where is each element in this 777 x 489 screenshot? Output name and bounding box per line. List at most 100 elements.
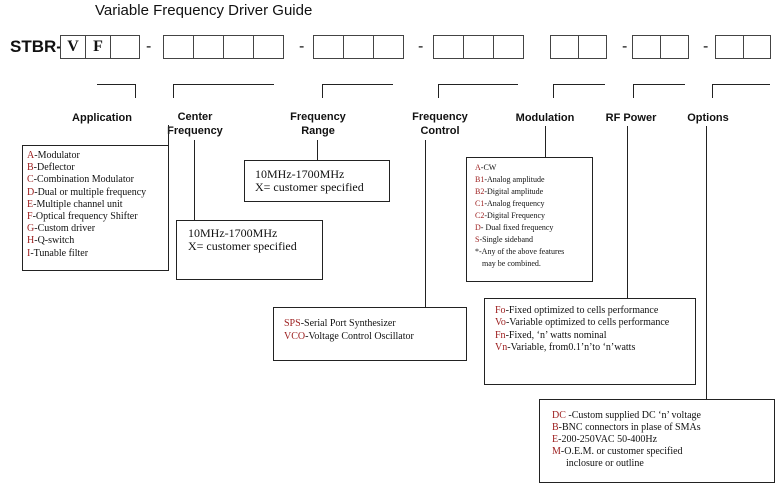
part-prefix: STBR- [10, 37, 62, 56]
connector-modulation [545, 126, 546, 157]
tick-frequency-range [322, 84, 323, 98]
heading-frequency-range: Frequency Range [278, 110, 358, 138]
list-item: C1-Analog frequency [475, 199, 545, 208]
modulation-note-continued: may be combined. [482, 259, 541, 268]
list-item: DC -Custom supplied DC ‘n’ voltage [552, 410, 701, 421]
center-frequency-box: 10MHz-1700MHz X= customer specified [176, 220, 323, 280]
bracket-application [97, 84, 135, 85]
list-item: D-Dual or multiple frequency [27, 186, 147, 198]
part-cell-application [110, 35, 140, 59]
modulation-note: *-Any of the above features [475, 247, 565, 256]
part-cell-center-1 [163, 35, 194, 59]
connector-application [168, 125, 169, 145]
bracket-frequency-control [438, 84, 518, 85]
tick-modulation [553, 84, 554, 98]
list-item: B2-Digital amplitude [475, 187, 544, 196]
tick-options [712, 84, 713, 98]
heading-frequency-range-line2: Range [301, 125, 335, 137]
heading-frequency-control-line1: Frequency [412, 111, 468, 123]
list-item: B-BNC connectors in plase of SMAs [552, 422, 701, 433]
part-cell-modulation-1 [550, 35, 579, 59]
bracket-modulation [553, 84, 605, 85]
heading-modulation: Modulation [515, 112, 575, 124]
heading-frequency-control-line2: Control [420, 125, 460, 137]
heading-center-frequency: Center Frequency [154, 110, 236, 138]
list-item: A-CW [475, 163, 497, 172]
heading-center-frequency-line2: Frequency [167, 125, 223, 137]
heading-center-frequency-line1: Center [177, 111, 213, 123]
tick-rf-power [633, 84, 634, 98]
part-separator: - [703, 38, 709, 55]
list-item: D- Dual fixed frequency [475, 223, 554, 232]
part-separator: - [418, 38, 424, 55]
tick-frequency-control [438, 84, 439, 98]
list-item: C-Combination Modulator [27, 174, 134, 186]
tick-application [135, 84, 136, 98]
part-cell-center-2 [193, 35, 224, 59]
list-item: S-Single sideband [475, 235, 533, 244]
list-item: B-Deflector [27, 162, 75, 174]
list-item: Vn-Variable, from0.1’n’to ‘n’watts [495, 341, 636, 353]
connector-center-frequency [194, 140, 195, 220]
heading-rf-power: RF Power [605, 112, 657, 124]
part-cell-center-3 [223, 35, 254, 59]
part-cell-options-1 [715, 35, 744, 59]
center-frequency-custom-text: X= customer specified [188, 239, 297, 253]
modulation-box: A-CW B1-Analog amplitude B2-Digital ampl… [466, 157, 593, 282]
list-item: G-Custom driver [27, 223, 96, 235]
list-item: VCO-Voltage Control Oscillator [284, 330, 414, 342]
list-item: H-Q-switch [27, 235, 75, 247]
part-cell-control-2 [463, 35, 494, 59]
bracket-options [712, 84, 770, 85]
page-title: Variable Frequency Driver Guide [95, 2, 313, 19]
list-item: E-200-250VAC 50-400Hz [552, 434, 658, 445]
rf-power-box: Fo-Fixed optimized to cells performance … [484, 298, 696, 385]
heading-frequency-range-line1: Frequency [290, 111, 346, 123]
connector-options [706, 126, 707, 399]
part-cell-fixed-1: V [60, 35, 86, 59]
list-item: Fo-Fixed optimized to cells performance [495, 305, 659, 316]
part-cell-center-4 [253, 35, 284, 59]
options-box: DC -Custom supplied DC ‘n’ voltage B-BNC… [539, 399, 775, 483]
heading-frequency-control: Frequency Control [400, 110, 480, 138]
list-item: C2-Digital Frequency [475, 211, 545, 220]
heading-options: Options [687, 112, 729, 124]
part-cell-rfpower-2 [660, 35, 689, 59]
list-item: E-Multiple channel unit [27, 198, 123, 210]
part-cell-range-3 [373, 35, 404, 59]
heading-application: Application [72, 112, 132, 124]
list-item: M-O.E.M. or customer specified [552, 446, 683, 457]
part-separator: - [299, 38, 305, 55]
frequency-range-box: 10MHz-1700MHz X= customer specified [244, 160, 390, 202]
frequency-range-text: 10MHz-1700MHz [255, 167, 345, 181]
tick-center-frequency [173, 84, 174, 98]
options-continuation: inclosure or outline [566, 458, 644, 469]
list-item: Fn-Fixed, ‘n’ watts nominal [495, 329, 607, 341]
list-item: A-Modulator [27, 150, 80, 161]
part-cell-range-1 [313, 35, 344, 59]
part-cell-control-1 [433, 35, 464, 59]
list-item: I-Tunable filter [27, 247, 89, 259]
list-item: B1-Analog amplitude [475, 175, 545, 184]
part-cell-modulation-2 [578, 35, 607, 59]
part-cell-control-3 [493, 35, 524, 59]
part-cell-range-2 [343, 35, 374, 59]
center-frequency-range-text: 10MHz-1700MHz [188, 226, 278, 240]
application-box: A-Modulator B-Deflector C-Combination Mo… [22, 145, 169, 271]
part-cell-options-2 [743, 35, 771, 59]
part-cell-rfpower-1 [632, 35, 661, 59]
bracket-rf-power [633, 84, 685, 85]
connector-rf-power [627, 126, 628, 298]
bracket-center-frequency [173, 84, 274, 85]
bracket-frequency-range [322, 84, 393, 85]
part-separator: - [146, 38, 152, 55]
connector-frequency-control [425, 140, 426, 307]
part-separator: - [622, 38, 628, 55]
frequency-range-custom-text: X= customer specified [255, 180, 364, 194]
list-item: Vo-Variable optimized to cells performan… [495, 317, 670, 329]
part-cell-fixed-2: F [85, 35, 111, 59]
connector-frequency-range [317, 140, 318, 160]
frequency-control-box: SPS-Serial Port Synthesizer VCO-Voltage … [273, 307, 467, 361]
list-item: SPS-Serial Port Synthesizer [284, 318, 396, 329]
list-item: F-Optical frequency Shifter [27, 211, 138, 223]
